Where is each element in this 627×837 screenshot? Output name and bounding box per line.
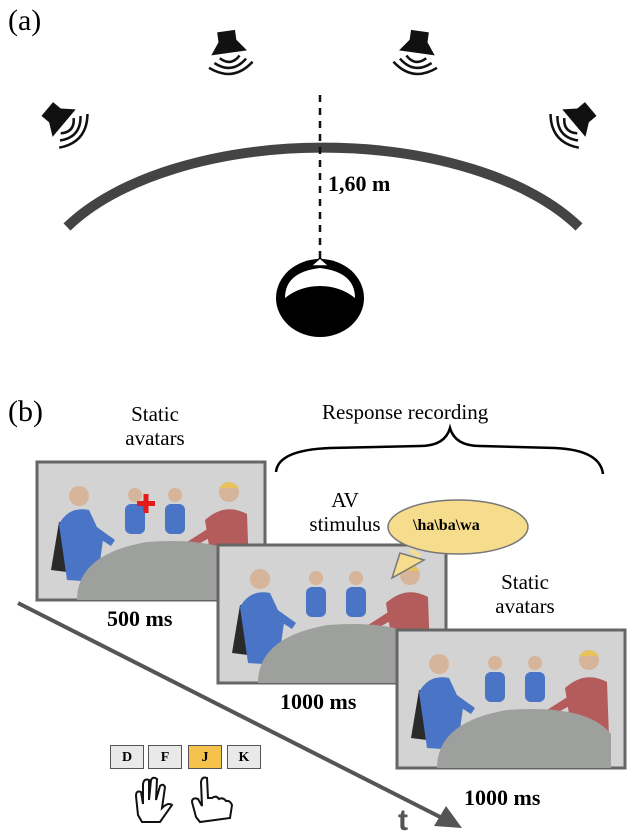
fixation-cross-icon bbox=[137, 494, 155, 513]
frame-1-caption-bottom: avatars bbox=[125, 426, 185, 450]
frame-static-avatars-2 bbox=[395, 628, 627, 770]
open-hand-icon bbox=[134, 776, 174, 823]
time-axis-label: t bbox=[398, 804, 408, 837]
key-k: K bbox=[227, 745, 261, 769]
frame-2-duration: 1000 ms bbox=[280, 689, 357, 714]
frame-2-caption-bottom: stimulus bbox=[309, 512, 381, 536]
speaker-icon bbox=[542, 90, 607, 155]
frame-2-caption-top: AV bbox=[331, 488, 359, 512]
time-axis-arrow bbox=[17, 601, 451, 824]
speech-bubble-icon bbox=[387, 499, 529, 580]
key-f: F bbox=[148, 745, 182, 769]
distance-label: 1,60 m bbox=[328, 171, 391, 196]
frame-static-avatars-1 bbox=[35, 460, 267, 602]
frame-3-duration: 1000 ms bbox=[464, 785, 541, 810]
pointing-hand-icon bbox=[190, 776, 234, 824]
frame-1-caption-top: Static bbox=[131, 402, 179, 426]
listener-head-icon bbox=[276, 256, 364, 337]
speaker-icon bbox=[203, 26, 256, 79]
response-recording-brace bbox=[274, 423, 605, 475]
loudspeaker-arc bbox=[63, 142, 583, 231]
response-recording-label: Response recording bbox=[322, 400, 489, 424]
frame-2-caption: AV stimulus bbox=[290, 488, 400, 536]
frame-3-caption: Static avatars bbox=[470, 570, 580, 618]
speech-bubble-text: \ha\ba\wa bbox=[413, 517, 480, 534]
frame-1-duration: 500 ms bbox=[107, 606, 173, 631]
key-d: D bbox=[110, 745, 144, 769]
key-j: J bbox=[188, 745, 222, 769]
frame-3-caption-top: Static bbox=[501, 570, 549, 594]
time-axis-arrowhead bbox=[434, 806, 462, 828]
panel-a-label: (a) bbox=[8, 4, 42, 37]
frame-1-caption: Static avatars bbox=[100, 402, 210, 450]
panel-b-label: (b) bbox=[8, 395, 43, 428]
frame-3-caption-bottom: avatars bbox=[495, 594, 555, 618]
speaker-icon bbox=[31, 90, 96, 155]
speaker-icon bbox=[390, 26, 443, 79]
